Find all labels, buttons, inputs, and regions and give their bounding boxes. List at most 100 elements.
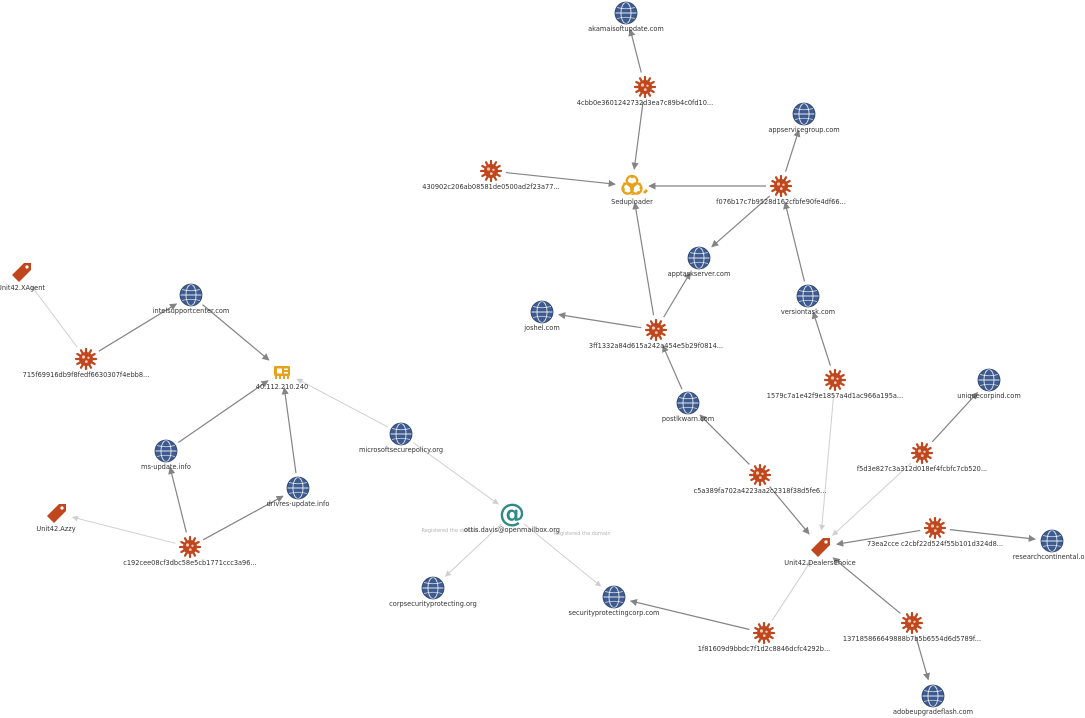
- node-researchcontinental[interactable]: researchcontinental.org: [1013, 529, 1085, 561]
- edge-hash_f076-to-apptaskserver: [711, 195, 771, 248]
- node-label: c5a389fa702a4223aa2c2318f38d5fe6...: [694, 487, 827, 495]
- edge-hash_c5a3-to-unit42_dealerschoice: [769, 486, 810, 535]
- edge-hash_c192-to-drivres_update: [202, 495, 284, 541]
- node-label: f076b17c7b9528d162cfbfe90fe4df66...: [716, 198, 846, 206]
- edge-hash_715f-to-intelsupportcenter: [98, 303, 178, 352]
- globe-icon: [286, 476, 310, 500]
- node-hash_f5d3[interactable]: f5d3e827c3a312d018ef4fcbfc7cb520...: [857, 441, 987, 473]
- node-hash_c192[interactable]: c192cee08cf3dbc58e5cb1771ccc3a96...: [123, 535, 257, 567]
- node-corpsecurityprotecting[interactable]: corpsecurityprotecting.org: [389, 576, 477, 608]
- at-sign-icon: @: [499, 499, 525, 529]
- node-hash_1371[interactable]: 137185866649888b7b5b6554d6d5789f...: [843, 611, 981, 643]
- node-hash_1579[interactable]: 1579c7a1e42f9e1857a4d1ac966a195a...: [767, 368, 903, 400]
- node-joshel[interactable]: joshel.com: [523, 300, 560, 332]
- node-label: microsoftsecurepolicy.org: [359, 446, 443, 454]
- node-ip_40112[interactable]: 40.112.210.240: [256, 366, 308, 391]
- globe-icon: [687, 246, 711, 270]
- virus-icon: [748, 463, 772, 487]
- edge-ottis_email-to-corpsecurityprotecting: [444, 523, 502, 577]
- node-label: intelsupportcenter.com: [153, 307, 230, 315]
- node-label: 73ea2cce c2cbf22d524f55b101d324d8...: [867, 540, 1003, 548]
- node-adobeupgradeflash[interactable]: adobeupgradeflash.com: [893, 684, 973, 716]
- node-label: 715f69916db9f8fedf6630307f4ebb8...: [23, 371, 150, 379]
- node-seduploader[interactable]: Seduploader: [611, 174, 653, 206]
- globe-icon: [530, 300, 554, 324]
- node-label: 430902c206ab08581de0500ad2f23a77...: [422, 183, 559, 191]
- edge-hash_3ff1-to-joshel: [558, 312, 642, 329]
- globe-icon: [796, 284, 820, 308]
- edge-hash_1371-to-unit42_dealerschoice: [832, 557, 901, 614]
- node-microsoftsecurepolicy[interactable]: microsoftsecurepolicy.org: [359, 422, 443, 454]
- node-versiontask[interactable]: versiontask.com: [781, 284, 835, 316]
- node-apptaskserver[interactable]: apptaskserver.com: [668, 246, 731, 278]
- node-appservicegroup[interactable]: appservicegroup.com: [768, 102, 840, 134]
- node-label: apptaskserver.com: [668, 270, 731, 278]
- edges-layer: [30, 28, 1036, 681]
- node-ottis_email[interactable]: @ottis.davis@openmailbox.org: [464, 499, 560, 534]
- edge-hash_3ff1-to-apptaskserver: [663, 271, 691, 318]
- node-label: securityprotectingcorp.com: [569, 609, 660, 617]
- node-hash_73ea[interactable]: 73ea2cce c2cbf22d524f55b101d324d8...: [867, 516, 1003, 548]
- node-label: versiontask.com: [781, 308, 835, 316]
- node-label: joshel.com: [523, 324, 560, 332]
- ip-card-icon: [274, 366, 290, 379]
- node-label: 1f81609d9bbdc7f1d2c8846dcfc4292b...: [698, 645, 831, 653]
- node-label: adobeupgradeflash.com: [893, 708, 973, 716]
- node-unit42_xagent[interactable]: Unit42.XAgent: [0, 263, 45, 292]
- node-hash_715f[interactable]: 715f69916db9f8fedf6630307f4ebb8...: [23, 347, 150, 379]
- edge-ottis_email-to-securityprotectingcorp: [523, 523, 602, 587]
- node-unit42_azzy[interactable]: Unit42.Azzy: [36, 504, 76, 533]
- edge-hash_715f-to-unit42_xagent: [30, 285, 78, 348]
- tag-icon: [811, 538, 830, 557]
- node-akamaisoftupdate[interactable]: akamaisoftupdate.com: [588, 1, 664, 33]
- globe-icon: [179, 283, 203, 307]
- globe-icon: [792, 102, 816, 126]
- globe-icon: [154, 439, 178, 463]
- node-hash_f076[interactable]: f076b17c7b9528d162cfbfe90fe4df66...: [716, 174, 846, 206]
- node-uniquecorpind[interactable]: uniquecorpind.com: [957, 368, 1021, 400]
- virus-icon: [769, 174, 793, 198]
- node-drivres_update[interactable]: drivres-update.info: [267, 476, 330, 508]
- edge-microsoftsecurepolicy-to-ip_40112: [296, 378, 388, 428]
- node-hash_4cbb[interactable]: 4cbb0e3601242732d3ea7c89b4c0fd10...: [577, 75, 713, 107]
- node-label: 3ff1332a84d615a242a454e5b29f0814...: [589, 342, 723, 350]
- edge-hash_3ff1-to-seduploader: [632, 202, 655, 316]
- edge-hash_f5d3-to-unit42_dealerschoice: [832, 462, 912, 536]
- virus-icon: [178, 535, 202, 559]
- node-label: f5d3e827c3a312d018ef4fcbfc7cb520...: [857, 465, 987, 473]
- globe-icon: [1040, 529, 1064, 553]
- edge-hash_1f81-to-securityprotectingcorp: [629, 598, 750, 631]
- node-hash_c5a3[interactable]: c5a389fa702a4223aa2c2318f38d5fe6...: [694, 463, 827, 495]
- globe-icon: [676, 391, 700, 415]
- virus-icon: [910, 441, 934, 465]
- edge-microsoftsecurepolicy-to-ottis_email: [412, 442, 499, 505]
- node-label: drivres-update.info: [267, 500, 330, 508]
- node-postlkwarn[interactable]: postlkwarn.com: [662, 391, 714, 423]
- node-ms_update[interactable]: ms-update.info: [141, 439, 191, 471]
- virus-icon: [923, 516, 947, 540]
- node-label: 137185866649888b7b5b6554d6d5789f...: [843, 635, 981, 643]
- edge-intelsupportcenter-to-ip_40112: [202, 304, 270, 361]
- node-hash_3ff1[interactable]: 3ff1332a84d615a242a454e5b29f0814...: [589, 318, 723, 350]
- node-unit42_dealerschoice[interactable]: Unit42.DealersChoice: [784, 538, 856, 567]
- node-label: Unit42.XAgent: [0, 284, 45, 292]
- biohazard-icon: [621, 174, 648, 196]
- globe-icon: [614, 1, 638, 25]
- edge-hash_1579-to-versiontask: [811, 311, 831, 366]
- virus-icon: [752, 621, 776, 645]
- node-hash_4309[interactable]: 430902c206ab08581de0500ad2f23a77...: [422, 159, 560, 191]
- edge-hash_73ea-to-researchcontinental: [949, 529, 1036, 542]
- node-securityprotectingcorp[interactable]: securityprotectingcorp.com: [569, 585, 660, 617]
- edge-ms_update-to-ip_40112: [178, 380, 269, 443]
- globe-icon: [421, 576, 445, 600]
- node-label: akamaisoftupdate.com: [588, 25, 664, 33]
- node-label: 40.112.210.240: [256, 383, 308, 391]
- node-label: Unit42.DealersChoice: [784, 559, 855, 567]
- node-label: ms-update.info: [141, 463, 191, 471]
- edge-hash_4cbb-to-seduploader: [631, 101, 644, 170]
- node-label: researchcontinental.org: [1013, 553, 1085, 561]
- node-hash_1f81[interactable]: 1f81609d9bbdc7f1d2c8846dcfc4292b...: [698, 621, 831, 653]
- node-intelsupportcenter[interactable]: intelsupportcenter.com: [153, 283, 230, 315]
- node-label: Seduploader: [611, 198, 653, 206]
